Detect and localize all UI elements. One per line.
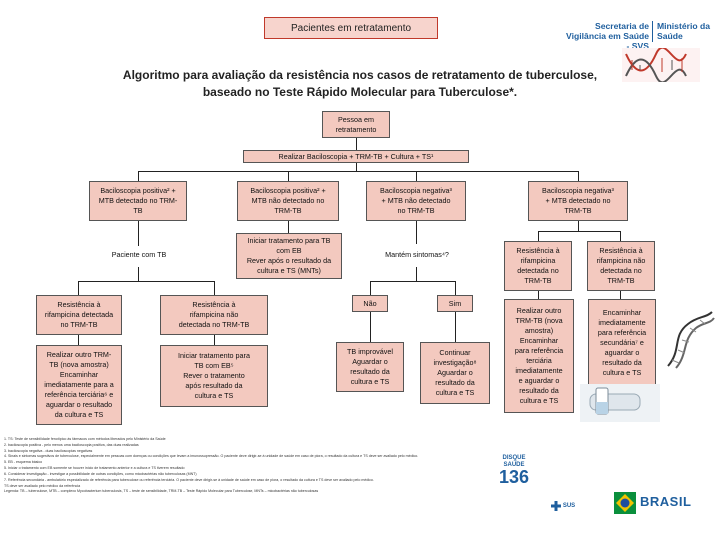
page-title: Algoritmo para avaliação da resistência …: [90, 67, 630, 102]
node-b2: Baciloscopia positiva² + MTB não detecta…: [237, 181, 339, 221]
connector: [620, 231, 621, 241]
node-r-det: Resistência à rifampicina detectada no T…: [36, 295, 122, 335]
connector: [578, 221, 579, 231]
disque-saude-logo: DISQUE SAÚDE 136: [492, 455, 536, 521]
footnote: 2. baciloscopia positiva - pelo menos um…: [4, 442, 139, 447]
sus-cross-icon: [550, 501, 561, 511]
node-b3: Baciloscopia negativa³ + MTB não detecta…: [366, 181, 466, 221]
node-nao-action: TB improvável Aguardar o resultado da cu…: [336, 342, 404, 392]
connector: [538, 231, 539, 241]
sus-label: SUS: [562, 503, 576, 509]
connector: [416, 171, 417, 181]
footnotes: 1. TS: Teste de sensibilidade fenotípico…: [4, 437, 604, 495]
secretaria-label: Secretaria de Vigilância em Saúde - SVS: [566, 21, 649, 51]
footnote: 5. Iniciar o tratamento com EB somente s…: [4, 466, 185, 471]
node-start: Pessoa em retratamento: [322, 111, 390, 138]
connector: [455, 312, 456, 342]
node-sim: Sim: [437, 295, 473, 312]
connector: [620, 291, 621, 299]
node-r-det-action: Realizar outro TRM- TB (nova amostra) En…: [36, 345, 122, 425]
page-title-line2: baseado no Teste Rápido Molecular para T…: [202, 85, 518, 100]
connector: [370, 312, 371, 342]
dna-helix-icon: [667, 311, 715, 369]
node-b4-r-nodet: Resistência à rifampicina não detectada …: [587, 241, 655, 291]
connector: [356, 138, 357, 150]
connector: [416, 221, 417, 244]
connector: [138, 267, 139, 281]
connector: [356, 163, 357, 171]
sus-logo: SUS: [548, 496, 578, 516]
page-title-line1: Algoritmo para avaliação da resistência …: [122, 68, 598, 82]
header-divider: [652, 21, 653, 42]
connector: [78, 281, 215, 282]
footnote: 5. EB - esquema básico: [4, 460, 43, 465]
connector: [538, 231, 620, 232]
disque-label: DISQUE SAÚDE: [502, 455, 526, 468]
node-b1: Baciloscopia positiva² + MTB detectado n…: [89, 181, 187, 221]
footnote: 3. baciloscopia negativa - duas bacilosc…: [4, 448, 93, 453]
connector: [370, 281, 371, 295]
connector: [455, 281, 456, 295]
node-b2-next: Iniciar tratamento para TB com EB Rever …: [236, 233, 342, 279]
node-b4-det-action: Realizar outro TRM-TB (nova amostra) Enc…: [504, 299, 574, 413]
brasil-flag-icon: [614, 492, 636, 514]
footnote: Legenda: TB – tuberculose, MTB – complex…: [4, 489, 319, 494]
brasil-label: BRASIL: [640, 494, 692, 509]
footnote: 4. Sinais e sintomas sugestivos de tuber…: [4, 454, 419, 459]
connector: [288, 171, 289, 181]
node-b4: Baciloscopia negativa³ + MTB detectado n…: [528, 181, 628, 221]
node-b4-nodet-action: Encaminhar imediatamente para referência…: [588, 299, 656, 387]
connector: [288, 221, 289, 233]
brasil-government-logo: BRASIL: [614, 490, 704, 516]
test-tube-icon: [580, 384, 660, 422]
footnote: 1. TS: Teste de sensibilidade fenotípico…: [4, 437, 166, 441]
connector: [138, 171, 139, 181]
node-r-nodet: Resistência à rifampicina não detectada …: [160, 295, 268, 335]
connector: [538, 291, 539, 299]
connector: [78, 335, 79, 345]
connector: [138, 171, 579, 172]
connector: [370, 281, 456, 282]
node-b1-next: Paciente com TB: [111, 250, 167, 259]
connector: [214, 281, 215, 295]
dna-logo-icon: [622, 48, 700, 82]
section-tag: Pacientes em retratamento: [264, 17, 438, 39]
connector: [578, 171, 579, 181]
ministerio-label: Ministério da Saúde: [657, 21, 711, 41]
node-exams: Realizar Baciloscopia + TRM-TB + Cultura…: [243, 150, 469, 163]
node-sim-action: Continuar investigação⁸ Aguardar o resul…: [420, 342, 490, 404]
node-b3-next: Mantém sintomas⁴?: [385, 250, 449, 259]
connector: [416, 267, 417, 281]
footnote: TS deve ser avaliado pelo médico da refe…: [4, 483, 81, 488]
node-r-nodet-action: Iniciar tratamento para TB com EB⁵ Rever…: [160, 345, 268, 407]
disque-number: 136: [498, 467, 530, 488]
node-nao: Não: [352, 295, 388, 312]
connector: [78, 281, 79, 295]
footnote: 7. Referência secundária - ambulatório e…: [4, 477, 374, 482]
footnote: 6. Considerar investigação - investigar …: [4, 471, 197, 476]
node-b4-r-det: Resistência à rifampicina detectada no T…: [504, 241, 572, 291]
connector: [138, 221, 139, 246]
connector: [214, 335, 215, 345]
